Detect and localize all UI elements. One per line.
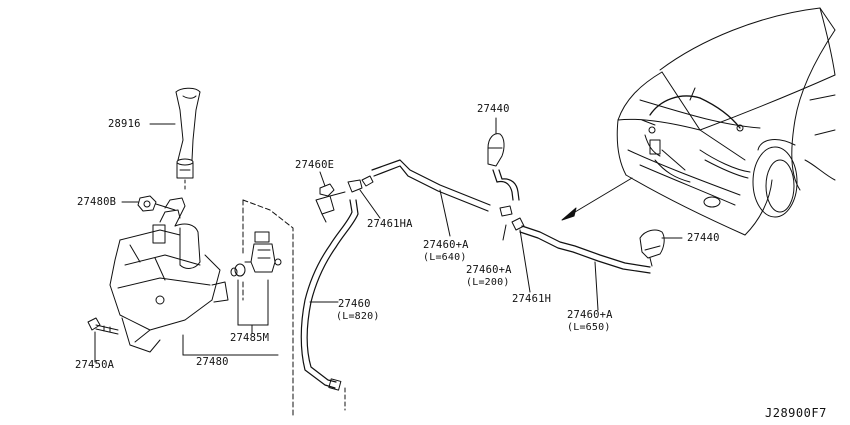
- diagram-code: J28900F7: [765, 406, 827, 420]
- hose-right-drawing: [520, 226, 650, 310]
- label-joint-ha: 27461HA: [367, 218, 413, 230]
- filler-tube-drawing: [150, 88, 200, 190]
- hose-mid-drawing: [372, 160, 490, 236]
- label-hose-mid: 27460+A: [423, 239, 469, 251]
- check-valve-drawing: [300, 172, 345, 222]
- label-hose-right-length: (L=650): [567, 322, 611, 333]
- nozzle-top-drawing: [488, 118, 504, 166]
- joint-h-drawing: [512, 218, 530, 292]
- label-hose-left-length: (L=820): [336, 311, 380, 322]
- label-nozzle-right: 27440: [687, 232, 720, 244]
- hose-short-drawing: [493, 170, 519, 240]
- pump-drawing: [231, 200, 293, 415]
- label-bolt-lower: 27450A: [75, 359, 115, 371]
- reservoir-drawing: [110, 198, 278, 355]
- label-hose-short-length: (L=200): [466, 277, 510, 288]
- label-nozzle-top: 27440: [477, 103, 510, 115]
- label-hose-right: 27460+A: [567, 309, 613, 321]
- bolt-lower-drawing: [88, 318, 118, 362]
- nozzle-right-drawing: [640, 230, 682, 266]
- label-check-valve: 27460E: [295, 159, 335, 171]
- joint-ha-drawing: [360, 176, 380, 218]
- label-bolt-upper: 27480B: [77, 196, 117, 208]
- label-filler-tube: 28916: [108, 118, 141, 130]
- bolt-upper-drawing: [122, 196, 175, 211]
- label-hose-left: 27460: [338, 298, 371, 310]
- label-reservoir: 27480: [196, 356, 229, 368]
- hose-left-drawing: [301, 180, 362, 410]
- pointer-arrow: [562, 178, 632, 220]
- label-pump: 27485M: [230, 332, 270, 344]
- label-hose-mid-length: (L=640): [423, 252, 467, 263]
- label-joint-h: 27461H: [512, 293, 552, 305]
- car-illustration: [617, 8, 835, 235]
- label-hose-short: 27460+A: [466, 264, 512, 276]
